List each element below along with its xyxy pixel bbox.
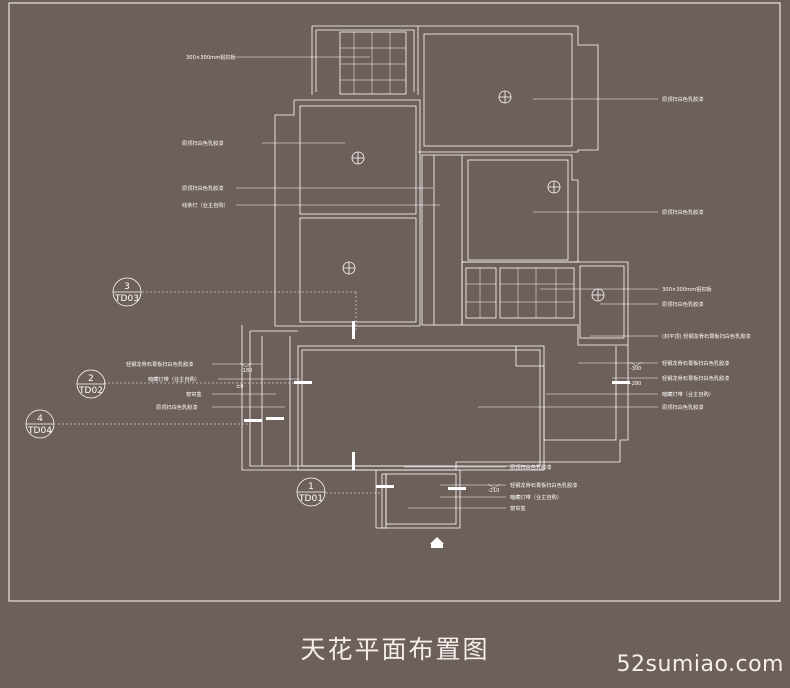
section-marker-td03: 3 TD03 [112,277,142,307]
section-marker-code: TD01 [298,494,323,504]
drawing-caption: 天花平面布置图 [300,635,490,664]
leader-lines [212,56,658,509]
watermark: 52sumiao.com [616,652,784,677]
annotation-hidden-light-right: 暗藏灯带（业主自购） [662,390,714,398]
elevation-right-lower: -280 [630,381,641,387]
section-marker-code: TD02 [78,386,103,396]
annotation-tile-top: 300×300mm铝扣板 [186,53,237,61]
annotation-gypsum-right1: 轻钢龙骨石膏板扫白色乳胶漆 [662,359,729,367]
annotation-curtain-box-left: 窗帘盒 [186,390,202,398]
annotation-latex-bedroom-left: 原顶扫白色乳胶漆 [182,139,224,147]
ceiling-plan-drawing: 300×300mm铝扣板 原顶扫白色乳胶漆 原顶扫白色乳胶漆 原顶扫白色乳胶漆 … [8,2,781,602]
elevation-right-upper: -300 [630,366,641,372]
floor-plan-walls [8,2,781,602]
annotation-hidden-light-balcony: 暗藏灯带（业主自购） [510,493,562,501]
annotation-latex-living-right: 原顶扫白色乳胶漆 [662,403,704,411]
hidden-light-marks [244,321,630,490]
section-marker-number: 1 [308,482,314,492]
ceiling-lights [342,90,605,302]
annotation-gypsum-left: 轻钢龙骨石膏板扫白色乳胶漆 [126,360,193,368]
annotation-latex-corridor: 原顶扫白色乳胶漆 [182,184,224,192]
annotation-latex-bath: 原顶扫白色乳胶漆 [662,300,704,308]
annotation-gypsum-balcony: 轻钢龙骨石膏板扫白色乳胶漆 [510,481,577,489]
entrance-icon [430,537,444,548]
annotation-strip-light: 线条灯（业主自购） [182,201,229,209]
elevation-left-lower: ±0 [236,384,243,390]
elevation-marks: -180 ±0 -300 -280 -210 [236,361,643,494]
section-marker-code: TD04 [27,426,52,436]
section-marker-td01: 1 TD01 [296,477,326,507]
annotation-curtain-box-balcony: 窗帘盒 [510,504,526,512]
annotation-texts: 300×300mm铝扣板 原顶扫白色乳胶漆 原顶扫白色乳胶漆 原顶扫白色乳胶漆 … [126,53,751,512]
annotation-hidden-light-left: 暗藏灯带（业主自购） [148,375,200,383]
section-marker-number: 2 [88,374,94,384]
annotation-gypsum-sealed: (封平顶) 轻钢龙骨石膏板扫白色乳胶漆 [662,332,751,340]
annotation-latex-balcony: 原顶扫白色乳胶漆 [510,463,552,471]
section-marker-number: 3 [124,282,130,292]
annotation-tile-bath: 300×300mm铝扣板 [662,285,713,293]
elevation-left-upper: -180 [241,368,252,374]
annotation-latex-kitchen-right: 原顶扫白色乳胶漆 [662,95,704,103]
section-marker-code: TD03 [114,294,139,304]
section-marker-number: 4 [37,414,43,424]
section-marker-td02: 2 TD02 [76,369,106,399]
annotation-gypsum-right2: 轻钢龙骨石膏板扫白色乳胶漆 [662,374,729,382]
annotation-latex-bedroom-right: 原顶扫白色乳胶漆 [662,208,704,216]
annotation-latex-living-left: 原顶扫白色乳胶漆 [156,403,198,411]
elevation-bottom: -210 [488,488,499,494]
section-marker-td04: 4 TD04 [25,409,55,439]
section-lines [58,291,380,494]
